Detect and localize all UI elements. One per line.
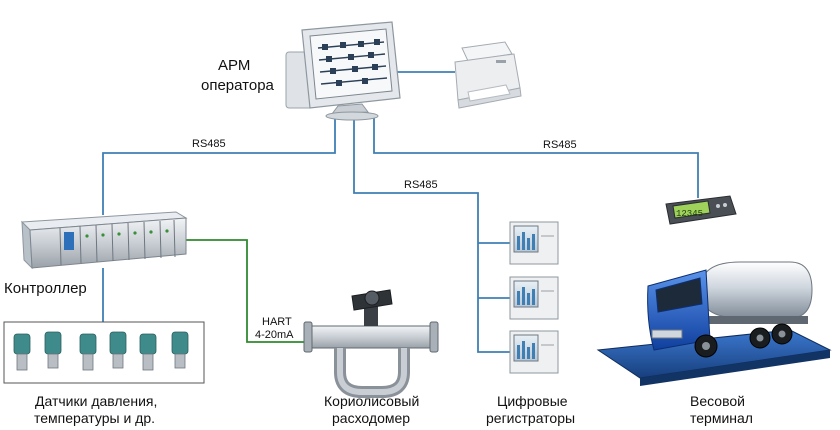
flowmeter-label: Кориолисовый bbox=[324, 393, 419, 409]
rs485-label-middle: RS485 bbox=[404, 179, 438, 191]
truck-scale-icon bbox=[596, 261, 832, 386]
rs485-label-right: RS485 bbox=[543, 139, 577, 151]
rs485-line-left bbox=[102, 115, 336, 215]
scale-label: Весовой bbox=[690, 393, 745, 409]
digital-recorder-2-icon bbox=[509, 276, 559, 320]
printer-icon bbox=[454, 41, 522, 109]
weighing-terminal-icon: 12345 bbox=[665, 195, 737, 225]
hart-line bbox=[185, 239, 305, 343]
sensors-label: Датчики давления, bbox=[35, 393, 157, 409]
controller-label: Контроллер bbox=[4, 280, 87, 297]
terminal-display-value: 12345 bbox=[676, 209, 703, 219]
arm-label-line2: оператора bbox=[201, 77, 275, 94]
recorders-label-line2: регистраторы bbox=[486, 410, 575, 426]
flowmeter-label-line2: расходомер bbox=[332, 410, 410, 426]
rs485-label-left: RS485 bbox=[192, 138, 226, 150]
recorders-label: Цифровые bbox=[497, 393, 568, 409]
digital-recorder-1-icon bbox=[509, 221, 559, 265]
controller-icon bbox=[20, 211, 188, 270]
coriolis-flowmeter-icon bbox=[303, 289, 439, 398]
rs485-line-middle bbox=[353, 115, 510, 353]
hart-label: HART bbox=[262, 316, 292, 328]
sensors-label-line2: температуры и др. bbox=[34, 410, 155, 426]
arm-label: АРМ bbox=[218, 57, 250, 74]
sensors-icon bbox=[3, 321, 205, 384]
rs485-connections bbox=[102, 71, 699, 353]
operator-workstation-icon bbox=[285, 21, 401, 121]
rs485-line-right bbox=[373, 115, 699, 198]
scale-label-line2: терминал bbox=[690, 410, 753, 426]
hart-signal-label: 4-20mA bbox=[255, 329, 294, 341]
digital-recorder-3-icon bbox=[509, 330, 559, 374]
